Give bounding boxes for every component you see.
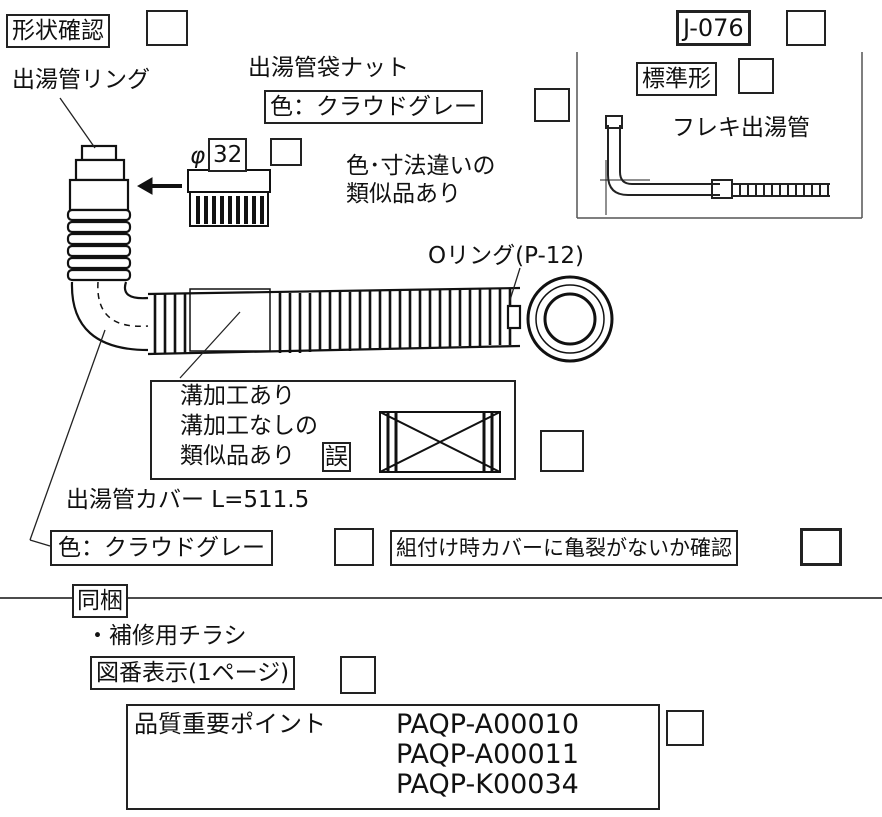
similar-note-line1: 色･寸法違いの	[346, 153, 496, 179]
wrong-sample-drawing	[379, 411, 501, 473]
wrong-mark: 誤	[322, 442, 351, 472]
cover-color-check-box[interactable]	[334, 528, 374, 566]
cover-title: 出湯管カバー L=511.5	[66, 487, 310, 513]
quality-check-box[interactable]	[666, 710, 704, 746]
part-code-check-box[interactable]	[786, 10, 826, 46]
arrow-left-icon	[136, 177, 182, 195]
quality-code-3: PAQP-K00034	[396, 769, 579, 800]
phi-symbol: φ	[190, 143, 206, 169]
nut-diameter: 32	[208, 138, 248, 172]
horizontal-corrugation	[153, 288, 512, 354]
part-code-label: J-076	[676, 10, 751, 46]
bundle-label: 同梱	[72, 584, 128, 618]
shape-check-box[interactable]	[146, 10, 188, 46]
standard-shape-frame	[576, 52, 863, 219]
nut-color-check-box[interactable]	[534, 88, 570, 122]
similar-note-line2: 類似品あり	[346, 181, 461, 207]
leader-lines	[29, 97, 521, 547]
shape-check-label: 形状確認	[6, 14, 110, 48]
o-ring-drawing	[526, 275, 614, 363]
cover-color-label: 色：クラウドグレー	[50, 530, 273, 566]
standard-shape-label: 標準形	[636, 62, 717, 96]
ring-label: 出湯管リング	[12, 67, 150, 93]
quality-code-1: PAQP-A00010	[396, 709, 580, 740]
figure-check-box[interactable]	[340, 656, 376, 694]
groove-check-box[interactable]	[540, 430, 584, 472]
quality-label: 品質重要ポイント	[134, 710, 326, 738]
nut-color-label: 色：クラウドグレー	[264, 90, 483, 124]
nut-diameter-check-box[interactable]	[270, 138, 302, 166]
crack-check-label: 組付け時カバーに亀裂がないか確認	[390, 530, 738, 566]
groove-line2: 溝加工なしの	[180, 413, 318, 439]
leaflet-label: ・補修用チラシ	[86, 623, 247, 649]
groove-line1: 溝加工あり	[180, 383, 295, 409]
crack-check-box[interactable]	[800, 528, 842, 566]
groove-box: 溝加工あり 溝加工なしの 類似品あり 誤	[150, 380, 516, 480]
nut-title: 出湯管袋ナット	[248, 55, 409, 81]
o-ring-label: Oリング(P-12)	[428, 243, 584, 269]
vertical-corrugation	[66, 208, 132, 282]
nut-drawing	[187, 169, 271, 227]
quality-box: 品質重要ポイント PAQP-A00010 PAQP-A00011 PAQP-K0…	[126, 704, 660, 810]
hot-water-pipe-drawing	[66, 144, 522, 356]
groove-line3: 類似品あり	[180, 443, 295, 469]
flex-pipe-icon	[600, 115, 830, 215]
figure-label: 図番表示(1ページ)	[90, 656, 296, 690]
quality-code-2: PAQP-A00011	[396, 739, 580, 770]
flex-pipe-label: フレキ出湯管	[672, 115, 810, 141]
standard-shape-check-box[interactable]	[738, 58, 774, 94]
